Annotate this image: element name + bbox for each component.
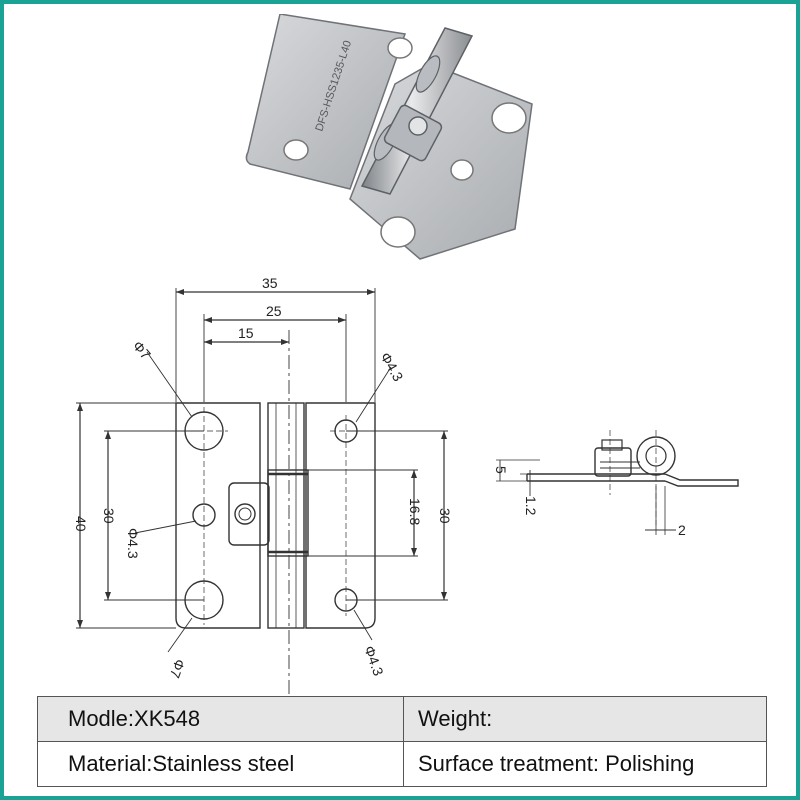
table-row: Material:Stainless steel Surface treatme… bbox=[37, 741, 767, 787]
drawing-side-view bbox=[526, 430, 739, 525]
dim-label-hole-small-bottom-right: Φ4.3 bbox=[361, 644, 387, 678]
photo-hole bbox=[450, 159, 474, 181]
dim-label-15: 15 bbox=[238, 325, 254, 341]
dim-label-side-thickness: 1.2 bbox=[523, 496, 539, 516]
dim-label-hole-big-bottom: Φ7 bbox=[167, 657, 189, 680]
dim-label-30-left: 30 bbox=[101, 508, 117, 524]
photo-hole bbox=[283, 139, 309, 161]
product-photo: DFS-HSS1235-L40 bbox=[245, 14, 533, 260]
photo-hole bbox=[380, 216, 416, 248]
dim-label-25: 25 bbox=[266, 303, 282, 319]
table-row: Modle:XK548 Weight: bbox=[37, 696, 767, 742]
dim-label-hole-big-top: Φ7 bbox=[130, 338, 155, 363]
technical-drawing: 35 25 15 40 30 30 16.8 Φ7 Φ4.3 Φ4.3 Φ7 Φ… bbox=[73, 275, 739, 695]
photo-hole bbox=[491, 102, 527, 134]
spec-table: Modle:XK548 Weight: Material:Stainless s… bbox=[37, 696, 767, 787]
spec-model: Modle:XK548 bbox=[37, 696, 404, 742]
dim-label-hole-small-mid: Φ4.3 bbox=[125, 528, 141, 559]
drawing-knob bbox=[228, 482, 270, 546]
drawing-spring-segment bbox=[267, 469, 309, 557]
drawing-leaf-left bbox=[175, 402, 261, 629]
dim-label-hole-small-top-right: Φ4.3 bbox=[377, 350, 406, 385]
spec-surface: Surface treatment: Polishing bbox=[403, 741, 767, 787]
barrel-ring bbox=[415, 55, 441, 93]
photo-hole bbox=[387, 37, 413, 59]
dim-label-30-right: 30 bbox=[437, 508, 453, 524]
drawing-leaf-right bbox=[305, 402, 376, 629]
dim-label-side-height: 5 bbox=[493, 466, 509, 474]
hinge-leaf-right bbox=[349, 63, 533, 260]
drawing-barrel bbox=[267, 402, 305, 629]
dim-label-35: 35 bbox=[262, 275, 278, 291]
dim-label-40: 40 bbox=[73, 516, 89, 532]
spring-knob-pin bbox=[408, 116, 428, 136]
spec-weight: Weight: bbox=[403, 696, 767, 742]
dim-label-side-offset: 2 bbox=[678, 522, 686, 538]
spec-material: Material:Stainless steel bbox=[37, 741, 404, 787]
dim-label-16-8: 16.8 bbox=[407, 498, 423, 525]
